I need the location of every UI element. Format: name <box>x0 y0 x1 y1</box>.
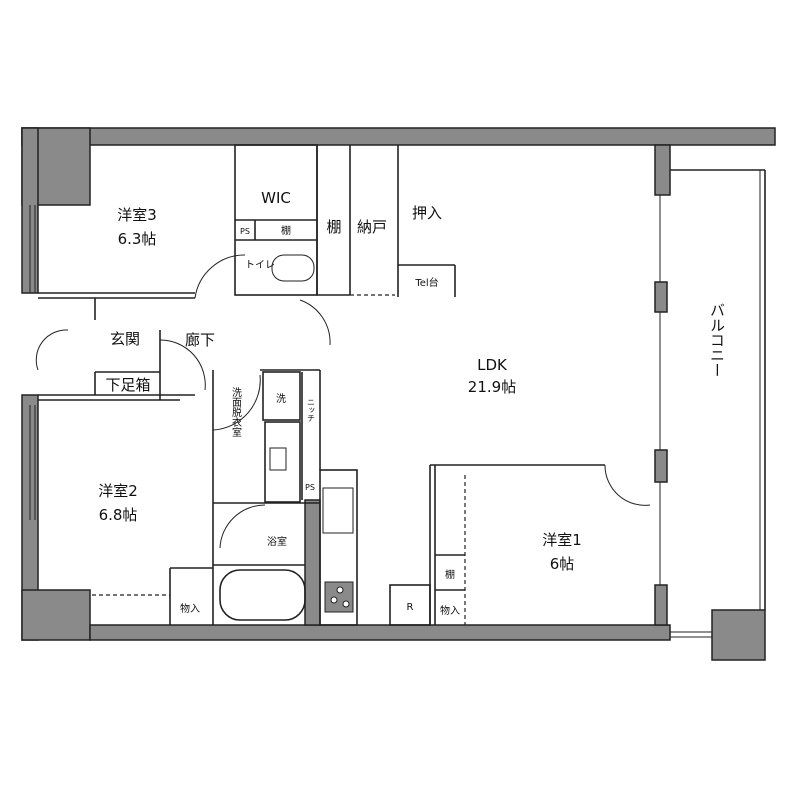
nando-label: 納戸 <box>357 218 387 236</box>
room-size-western1: 6帖 <box>550 555 575 573</box>
toilet-label: トイレ <box>245 260 275 271</box>
interior-walls <box>38 144 605 626</box>
washroom-label: 洗面脱衣室 <box>230 387 242 437</box>
closet-w1-label: 物入 <box>440 604 460 617</box>
oshiire-label: 押入 <box>412 204 442 222</box>
washer-label: 洗 <box>276 393 286 405</box>
door-swings <box>35 254 651 549</box>
ps-label-top: PS <box>240 227 250 236</box>
shoe-box-label: 下足箱 <box>105 376 150 394</box>
fridge-label: R <box>407 602 414 613</box>
hallway-label: 廊下 <box>185 331 215 349</box>
tel-stand-label: Tel台 <box>414 276 438 289</box>
entrance-label: 玄関 <box>110 330 140 348</box>
closet-w2-label: 物入 <box>180 602 200 615</box>
shelf-w1-label: 棚 <box>445 568 455 581</box>
room-size-western2: 6.8帖 <box>99 506 138 524</box>
nando-shelf-label: 棚 <box>326 218 341 236</box>
wic-label: WIC <box>261 189 291 207</box>
room-size-ldk: 21.9帖 <box>468 378 516 396</box>
ps-label-bottom: PS <box>305 483 315 492</box>
room-name-ldk: LDK <box>477 356 508 374</box>
room-name-western2: 洋室2 <box>98 482 138 500</box>
balcony-outline <box>659 169 766 638</box>
room-size-western3: 6.3帖 <box>118 230 157 248</box>
wic-shelf-label: 棚 <box>281 224 291 237</box>
bathroom-label: 浴室 <box>267 535 287 548</box>
niche-label: ニッチ <box>307 398 316 422</box>
balcony-label: バルコニー <box>708 303 726 378</box>
room-name-western1: 洋室1 <box>542 531 582 549</box>
toilet-fixture <box>271 254 315 282</box>
room-name-western3: 洋室3 <box>117 206 157 224</box>
